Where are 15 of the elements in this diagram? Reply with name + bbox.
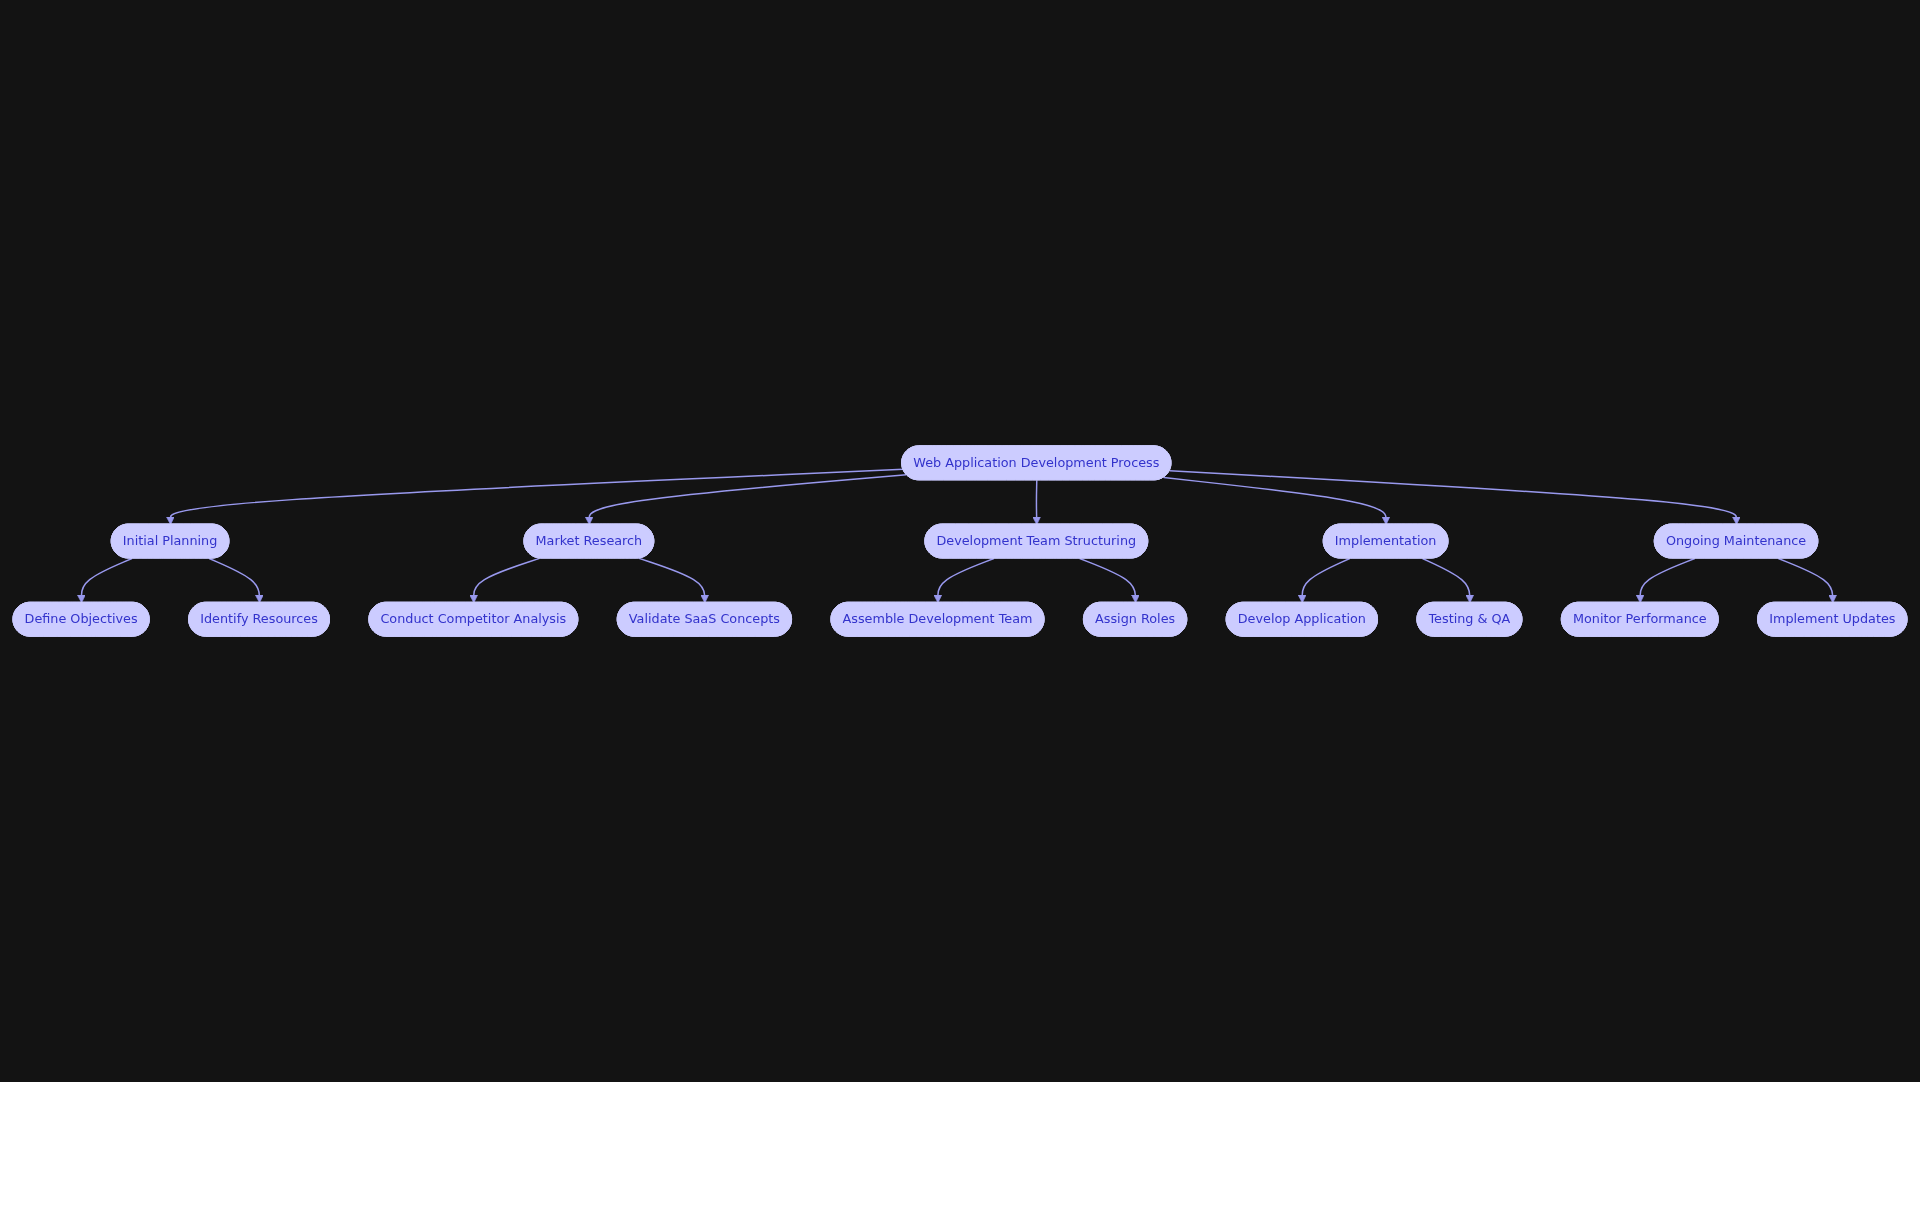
arrow — [166, 468, 904, 525]
arrow — [1421, 557, 1475, 604]
arrow — [469, 557, 541, 604]
arrow — [584, 473, 908, 525]
arrow — [1777, 557, 1837, 604]
arrow — [77, 557, 133, 604]
arrow — [1163, 476, 1391, 525]
arrow — [1169, 469, 1741, 525]
arrow — [1635, 557, 1696, 604]
arrow — [933, 557, 995, 604]
arrow — [1032, 479, 1041, 525]
arrow — [1297, 557, 1351, 604]
arrow — [638, 557, 710, 604]
arrow — [1078, 557, 1140, 604]
arrow — [208, 557, 264, 604]
